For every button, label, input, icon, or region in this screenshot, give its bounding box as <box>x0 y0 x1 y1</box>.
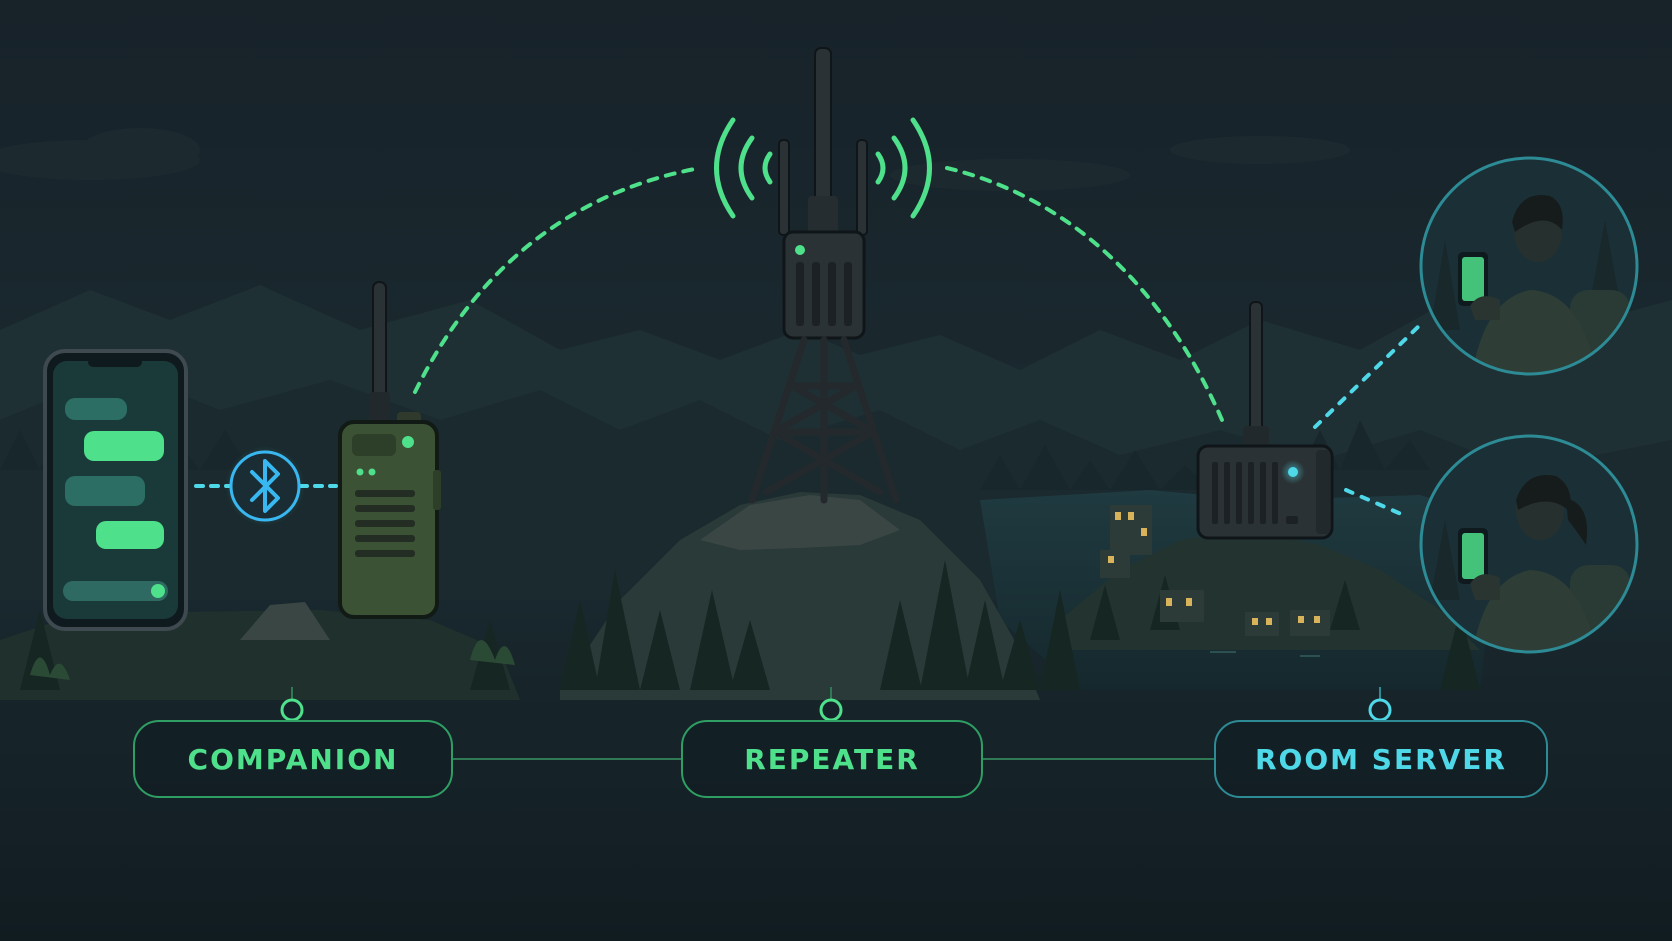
link-repeater-to-server <box>945 166 1224 422</box>
signal-waves-right <box>875 117 932 219</box>
companion-label-text: COMPANION <box>187 742 399 776</box>
bluetooth-icon <box>225 446 305 526</box>
room-server-box-icon <box>1196 301 1334 540</box>
central-hill <box>560 492 1040 700</box>
user-circle-1 <box>1419 156 1639 376</box>
repeater-tower-icon <box>714 47 932 504</box>
foliage <box>30 640 515 680</box>
repeater-label: REPEATER <box>681 720 983 798</box>
rock-small <box>240 602 330 640</box>
room-server-label: ROOM SERVER <box>1214 720 1548 798</box>
clouds <box>0 128 1350 191</box>
link-radio-to-repeater <box>413 166 702 394</box>
handheld-radio-icon <box>338 281 441 619</box>
node-dot-companion <box>280 698 304 722</box>
node-dot-room-server <box>1368 698 1392 722</box>
link-server-to-user2 <box>1344 488 1410 519</box>
repeater-label-text: REPEATER <box>744 742 920 776</box>
link-server-to-user1 <box>1313 323 1422 429</box>
signal-waves-left <box>714 117 773 219</box>
companion-label: COMPANION <box>133 720 453 798</box>
smartphone-icon <box>43 349 188 631</box>
central-rock-top <box>700 495 900 550</box>
left-ground <box>0 610 520 700</box>
node-dot-repeater <box>819 698 843 722</box>
pine-trees <box>20 560 1480 690</box>
village <box>1100 505 1330 636</box>
room-server-label-text: ROOM SERVER <box>1255 742 1507 776</box>
